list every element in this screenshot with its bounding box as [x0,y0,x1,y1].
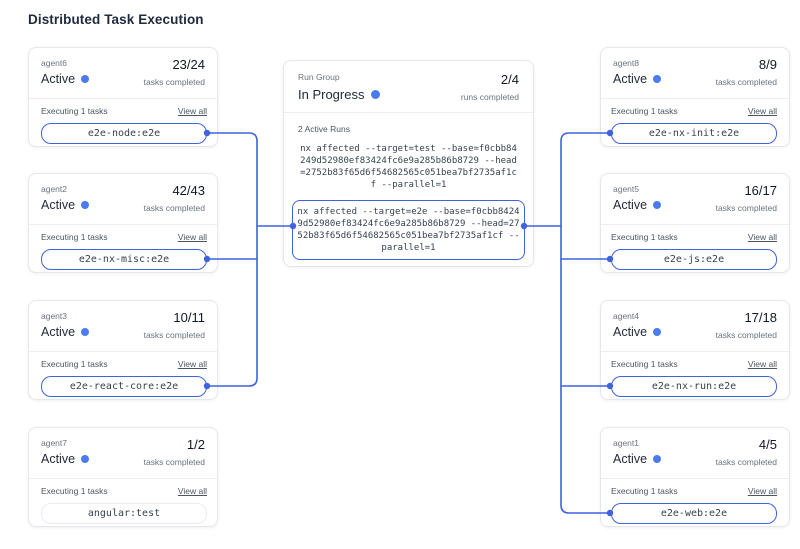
page-title: Distributed Task Execution [28,12,204,27]
tasks-completed-label: tasks completed [143,457,205,467]
tasks-fraction: 23/24 [172,57,205,72]
agent-name: agent4 [613,311,639,321]
status-dot-icon [81,201,90,209]
tasks-completed-label: tasks completed [143,330,205,340]
tasks-fraction: 8/9 [758,57,777,72]
runs-completed-label: runs completed [460,92,519,102]
agent-name: agent7 [41,438,67,448]
tasks-fraction: 10/11 [173,310,205,325]
task-chip[interactable]: e2e-nx-misc:e2e [41,249,207,270]
agent-card-agent5: agent5 Active 16/17 tasks completed Exec… [600,173,790,273]
run-group-card: Run Group In Progress 2/4 runs completed… [283,60,534,267]
agent-card-header: agent1 Active 4/5 tasks completed [601,428,789,479]
task-chip[interactable]: e2e-js:e2e [611,249,777,270]
tasks-fraction: 17/18 [744,310,777,325]
agent-card-agent3: agent3 Active 10/11 tasks completed Exec… [28,300,218,400]
tasks-completed-label: tasks completed [715,457,777,467]
view-all-link[interactable]: View all [177,359,207,369]
agent-card-header: agent6 Active 23/24 tasks completed [29,48,217,99]
agent-name: agent1 [613,438,639,448]
status-dot-icon [653,75,662,83]
tasks-fraction: 16/17 [744,183,777,198]
agent-name: agent6 [41,58,67,68]
tasks-fraction: 42/43 [172,183,205,198]
agent-card-header: agent7 Active 1/2 tasks completed [29,428,217,479]
agent-name: agent2 [41,184,67,194]
agent-status: Active [41,198,76,212]
agent-name: agent5 [613,184,639,194]
agent-card-header: agent3 Active 10/11 tasks completed [29,301,217,352]
agent-card-agent1: agent1 Active 4/5 tasks completed Execut… [600,427,790,527]
view-all-link[interactable]: View all [747,106,777,116]
agent-name: agent8 [613,58,639,68]
status-dot-icon [371,90,381,99]
agent-card-header: agent4 Active 17/18 tasks completed [601,301,789,352]
executing-label: Executing 1 tasks [41,232,108,242]
active-runs-label: 2 Active Runs [298,124,350,134]
task-chip[interactable]: e2e-nx-init:e2e [611,123,777,144]
task-chip[interactable]: angular:test [41,503,207,524]
executing-label: Executing 1 tasks [611,486,678,496]
agent-card-agent2: agent2 Active 42/43 tasks completed Exec… [28,173,218,273]
agent-status: Active [613,198,648,212]
tasks-fraction: 4/5 [758,437,777,452]
executing-label: Executing 1 tasks [41,359,108,369]
runs-fraction: 2/4 [500,72,519,87]
executing-label: Executing 1 tasks [611,359,678,369]
tasks-fraction: 1/2 [186,437,205,452]
agent-name: agent3 [41,311,67,321]
executing-label: Executing 1 tasks [611,232,678,242]
agent-status: Active [41,72,76,86]
task-chip[interactable]: e2e-node:e2e [41,123,207,144]
view-all-link[interactable]: View all [177,232,207,242]
agent-status: Active [613,325,648,339]
status-dot-icon [81,328,90,336]
agent-status: Active [41,452,76,466]
status-dot-icon [81,75,90,83]
executing-label: Executing 1 tasks [41,106,108,116]
status-dot-icon [653,455,662,463]
status-dot-icon [653,201,662,209]
view-all-link[interactable]: View all [177,486,207,496]
agent-card-header: agent2 Active 42/43 tasks completed [29,174,217,225]
executing-label: Executing 1 tasks [41,486,108,496]
tasks-completed-label: tasks completed [715,203,777,213]
view-all-link[interactable]: View all [177,106,207,116]
tasks-completed-label: tasks completed [143,77,205,87]
agent-card-header: agent8 Active 8/9 tasks completed [601,48,789,99]
agent-card-agent8: agent8 Active 8/9 tasks completed Execut… [600,47,790,147]
task-chip[interactable]: e2e-react-core:e2e [41,376,207,397]
agent-status: Active [613,452,648,466]
agent-card-agent6: agent6 Active 23/24 tasks completed Exec… [28,47,218,147]
tasks-completed-label: tasks completed [715,330,777,340]
agent-card-agent4: agent4 Active 17/18 tasks completed Exec… [600,300,790,400]
agent-card-agent7: agent7 Active 1/2 tasks completed Execut… [28,427,218,527]
run-group-status: In Progress [298,87,365,102]
tasks-completed-label: tasks completed [715,77,777,87]
tasks-completed-label: tasks completed [143,203,205,213]
view-all-link[interactable]: View all [747,232,777,242]
agent-status: Active [41,325,76,339]
task-chip[interactable]: e2e-nx-run:e2e [611,376,777,397]
status-dot-icon [653,328,662,336]
task-chip[interactable]: e2e-web:e2e [611,503,777,524]
run-group-label: Run Group [298,72,340,82]
run-command-highlighted[interactable]: nx affected --target=e2e --base=f0cbb842… [292,200,525,260]
agent-card-header: agent5 Active 16/17 tasks completed [601,174,789,225]
agent-status: Active [613,72,648,86]
view-all-link[interactable]: View all [747,359,777,369]
run-group-header: Run Group In Progress 2/4 runs completed [284,61,533,113]
executing-label: Executing 1 tasks [611,106,678,116]
run-command[interactable]: nx affected --target=test --base=f0cbb84… [300,144,517,190]
view-all-link[interactable]: View all [747,486,777,496]
status-dot-icon [81,455,90,463]
